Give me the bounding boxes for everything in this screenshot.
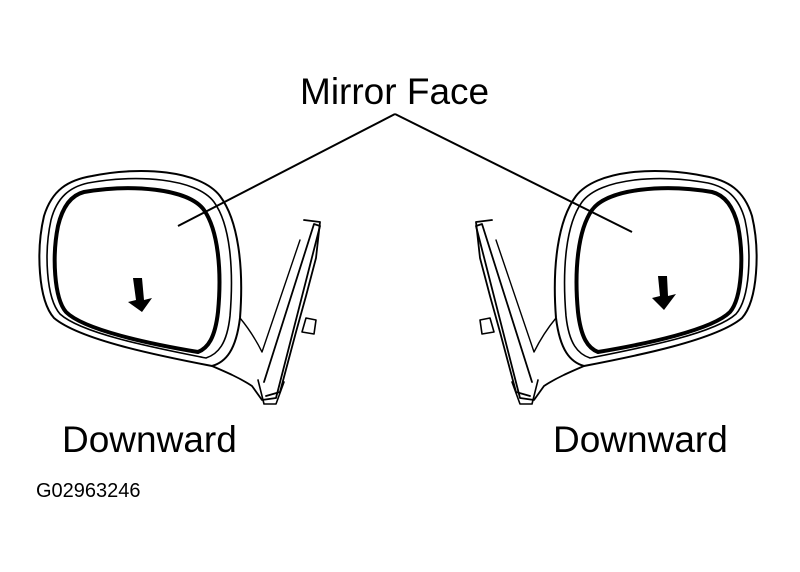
left-arrow-down-icon bbox=[128, 278, 152, 312]
left-mirror-arm-inner bbox=[239, 239, 301, 353]
right-arrow-down-icon bbox=[652, 276, 676, 310]
right-mirror-mount-base bbox=[511, 379, 539, 405]
right-mirror-arm bbox=[475, 223, 585, 401]
left-mirror bbox=[38, 169, 321, 405]
callout-leaders bbox=[177, 113, 633, 233]
right-mirror-mount-tab bbox=[479, 317, 495, 335]
right-mirror-face bbox=[574, 186, 744, 354]
right-mirror bbox=[475, 169, 758, 405]
right-mirror-arm-inner bbox=[495, 239, 557, 353]
left-mirror-mount-base bbox=[257, 379, 285, 405]
right-downward-label: Downward bbox=[553, 419, 728, 460]
leader-line-left bbox=[177, 113, 396, 227]
left-mirror-arm bbox=[211, 223, 321, 401]
left-mirror-face bbox=[52, 186, 222, 354]
mirror-face-label: Mirror Face bbox=[300, 71, 490, 112]
leader-line-right bbox=[394, 113, 633, 233]
right-mirror-mount bbox=[475, 219, 531, 397]
left-mirror-mount bbox=[265, 219, 321, 397]
left-downward-label: Downward bbox=[62, 419, 237, 460]
left-mirror-mount-tab bbox=[301, 317, 317, 335]
left-mirror-housing-inner bbox=[46, 177, 233, 359]
right-mirror-housing-inner bbox=[563, 177, 750, 359]
figure-id: G02963246 bbox=[36, 480, 141, 502]
